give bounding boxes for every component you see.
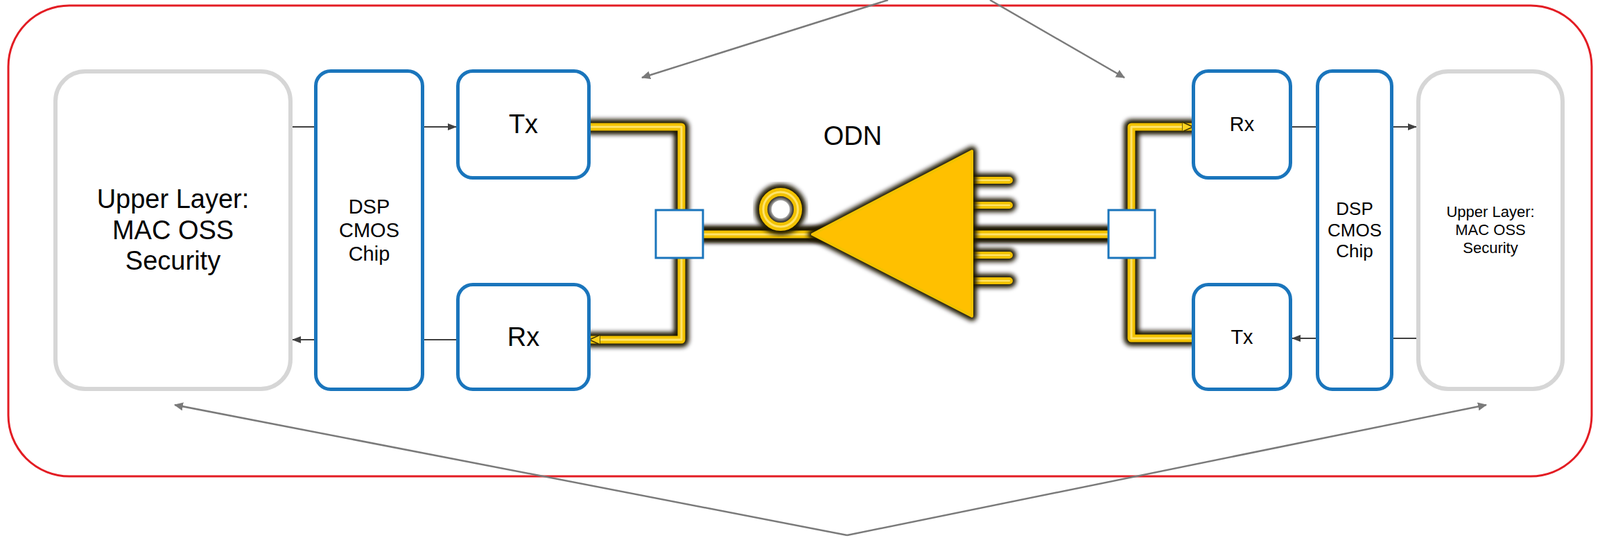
system-outline [8, 5, 1592, 477]
callout-arrow [641, 0, 889, 78]
callout-arrow [989, 0, 1125, 78]
upper-layer-box: Upper Layer: MAC OSS Security [53, 69, 293, 391]
signal-arrow [292, 126, 315, 128]
signal-arrow [292, 339, 315, 341]
node-text: Rx [1229, 112, 1255, 136]
signal-arrow [424, 126, 457, 128]
node-text: DSP CMOS Chip [1326, 198, 1383, 263]
transmitter-box: Tx [1191, 282, 1293, 391]
node-text: Tx [508, 108, 538, 141]
network-label: ODN [823, 121, 882, 152]
callout-arrow [174, 404, 848, 536]
signal-arrow [1393, 338, 1417, 339]
upper-layer-box: Upper Layer: MAC OSS Security [1416, 69, 1565, 391]
node-text: Tx [1230, 325, 1253, 349]
node-text: Rx [507, 321, 540, 353]
signal-arrow [1292, 126, 1316, 128]
signal-arrow [1292, 338, 1316, 339]
node-text: Upper Layer: MAC OSS Security [86, 183, 260, 277]
node-text: DSP CMOS Chip [327, 194, 412, 267]
receiver-box: Rx [456, 282, 591, 391]
dsp-chip-box: DSP CMOS Chip [1315, 69, 1394, 391]
transmitter-box: Tx [456, 69, 591, 180]
coupler-box [1108, 210, 1155, 258]
fiber-ring [763, 192, 798, 227]
dsp-chip-box: DSP CMOS Chip [314, 69, 425, 391]
coupler-box [655, 210, 703, 258]
splitter-triangle [812, 151, 972, 317]
node-text: Upper Layer: MAC OSS Security [1438, 203, 1543, 258]
callout-arrow [847, 404, 1487, 536]
signal-arrow [424, 339, 457, 341]
receiver-box: Rx [1191, 69, 1293, 180]
signal-arrow [1393, 126, 1417, 128]
